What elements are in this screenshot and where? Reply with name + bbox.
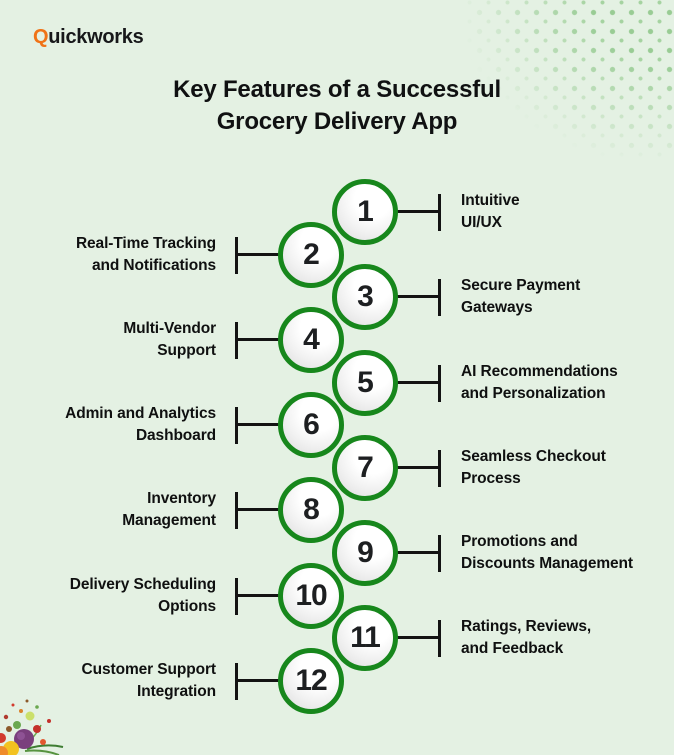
feature-label-line1: Delivery Scheduling	[69, 576, 216, 593]
groceries-illustration	[0, 699, 64, 755]
connector-tick	[235, 492, 238, 529]
logo: Quickworks	[33, 26, 144, 49]
feature-label-line1: Secure Payment	[461, 277, 581, 294]
feature-number: 1	[357, 195, 374, 228]
feature-label-line1: Real-Time Tracking	[75, 235, 216, 252]
feature-circle: 9	[332, 520, 398, 586]
page-title: Key Features of a Successful Grocery Del…	[0, 74, 674, 138]
connector-line	[237, 508, 279, 511]
feature-circle: 1	[332, 179, 398, 245]
feature-label: Real-Time Tracking and Notifications	[0, 232, 216, 278]
feature-label: Intuitive UI/UX	[461, 189, 673, 235]
feature-label-line2: Management	[122, 512, 216, 529]
feature-number: 11	[350, 621, 381, 654]
connector-line	[397, 381, 439, 384]
feature-label-line1: AI Recommendations	[461, 363, 618, 380]
feature-label-line2: and Feedback	[461, 640, 564, 657]
connector-line	[397, 551, 439, 554]
connector-line	[237, 594, 279, 597]
feature-label-line2: Dashboard	[135, 427, 216, 444]
feature-label-line1: Multi-Vendor	[123, 320, 216, 337]
feature-circle: 3	[332, 264, 398, 330]
connector-tick	[235, 322, 238, 359]
feature-label-line2: Options	[158, 598, 216, 615]
connector-line	[397, 210, 439, 213]
feature-label: AI Recommendations and Personalization	[461, 360, 673, 406]
logo-text: uickworks	[48, 26, 144, 48]
connector-line	[237, 679, 279, 682]
connector-line	[397, 295, 439, 298]
feature-number: 12	[295, 664, 327, 697]
feature-circle: 8	[278, 477, 344, 543]
feature-label: Inventory Management	[0, 487, 216, 533]
feature-label-line1: Inventory	[147, 490, 216, 507]
feature-number: 3	[357, 280, 374, 313]
connector-tick	[438, 620, 441, 657]
feature-label: Secure Payment Gateways	[461, 274, 673, 320]
feature-label: Promotions and Discounts Management	[461, 530, 673, 576]
feature-label-line1: Admin and Analytics	[65, 405, 216, 422]
feature-label-line2: Support	[157, 342, 216, 359]
feature-label-line2: UI/UX	[461, 214, 502, 231]
feature-circle: 4	[278, 307, 344, 373]
feature-number: 5	[357, 366, 374, 399]
feature-label-line1: Intuitive	[461, 192, 520, 209]
feature-number: 8	[303, 493, 320, 526]
feature-label-line2: Discounts Management	[461, 555, 633, 572]
feature-number: 7	[357, 451, 374, 484]
title-line-2: Grocery Delivery App	[216, 108, 458, 135]
feature-label-line2: Gateways	[461, 299, 533, 316]
feature-circle: 2	[278, 222, 344, 288]
feature-circle: 5	[332, 350, 398, 416]
feature-number: 4	[303, 323, 320, 356]
feature-label-line2: Process	[461, 470, 521, 487]
feature-label: Ratings, Reviews, and Feedback	[461, 615, 673, 661]
connector-line	[397, 466, 439, 469]
connector-tick	[438, 279, 441, 316]
feature-number: 9	[357, 536, 374, 569]
connector-tick	[438, 450, 441, 487]
feature-number: 6	[303, 408, 320, 441]
feature-number: 2	[303, 238, 320, 271]
feature-number: 10	[295, 579, 327, 612]
feature-label: Seamless Checkout Process	[461, 445, 673, 491]
feature-label-line1: Customer Support	[81, 661, 217, 678]
logo-accent-letter: Q	[33, 26, 49, 48]
feature-label: Admin and Analytics Dashboard	[0, 402, 216, 448]
feature-label: Delivery Scheduling Options	[0, 573, 216, 619]
feature-label: Customer Support Integration	[0, 658, 217, 704]
dot-pattern-decoration	[464, 0, 674, 160]
feature-label: Multi-Vendor Support	[0, 317, 216, 363]
connector-tick	[438, 365, 441, 402]
title-line-1: Key Features of a Successful	[173, 76, 501, 103]
feature-label-line1: Seamless Checkout	[461, 448, 606, 465]
feature-circle: 10	[278, 563, 344, 629]
feature-label-line1: Promotions and	[461, 533, 578, 550]
feature-label-line2: Integration	[137, 683, 216, 700]
connector-tick	[438, 194, 441, 231]
feature-circle: 7	[332, 435, 398, 501]
connector-tick	[438, 535, 441, 572]
feature-circle: 6	[278, 392, 344, 458]
connector-tick	[235, 663, 238, 700]
feature-label-line1: Ratings, Reviews,	[461, 618, 592, 635]
connector-tick	[235, 578, 238, 615]
connector-line	[237, 423, 279, 426]
feature-label-line2: and Notifications	[91, 257, 216, 274]
feature-circle: 12	[278, 648, 344, 714]
connector-line	[237, 338, 279, 341]
connector-tick	[235, 237, 238, 274]
feature-circle: 11	[332, 605, 398, 671]
connector-line	[237, 253, 279, 256]
connector-tick	[235, 407, 238, 444]
connector-line	[397, 636, 439, 639]
feature-label-line2: and Personalization	[461, 385, 606, 402]
